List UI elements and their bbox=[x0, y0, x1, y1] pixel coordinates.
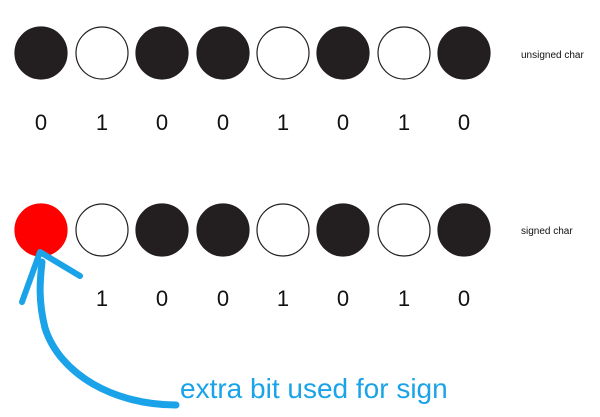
unsigned-char-label: unsigned char bbox=[521, 50, 584, 61]
bit-value: 0 bbox=[156, 286, 168, 311]
annotation-caption: extra bit used for sign bbox=[180, 373, 448, 404]
bit-value: 1 bbox=[96, 286, 108, 311]
bit-value: 0 bbox=[35, 110, 47, 135]
bit-circle-filled bbox=[135, 26, 189, 80]
signed-char-label: signed char bbox=[521, 226, 573, 237]
bit-value: 1 bbox=[277, 110, 289, 135]
bit-circle-filled bbox=[316, 26, 370, 80]
bit-value: 0 bbox=[458, 286, 470, 311]
bit-value: 1 bbox=[398, 110, 410, 135]
bit-circle-empty bbox=[256, 203, 310, 257]
bit-circle-empty bbox=[75, 203, 129, 257]
bit-value: 0 bbox=[337, 286, 349, 311]
bit-value: 1 bbox=[277, 286, 289, 311]
signed-row: 1 0 0 1 0 1 0 bbox=[14, 203, 491, 311]
sign-bit-circle bbox=[14, 203, 68, 257]
bit-circle-filled bbox=[437, 203, 491, 257]
bit-circle-empty bbox=[75, 26, 129, 80]
bit-value: 0 bbox=[217, 286, 229, 311]
bit-value: 0 bbox=[217, 110, 229, 135]
bit-value: 0 bbox=[337, 110, 349, 135]
sign-bit-arrow bbox=[36, 258, 180, 409]
arrow-head bbox=[19, 249, 83, 305]
bit-circle-empty bbox=[256, 26, 310, 80]
bit-circle-filled bbox=[196, 26, 250, 80]
bit-circle-filled bbox=[437, 26, 491, 80]
bit-circle-filled bbox=[14, 26, 68, 80]
bit-value: 1 bbox=[398, 286, 410, 311]
bit-circle-filled bbox=[316, 203, 370, 257]
unsigned-row: 0 1 0 0 1 0 1 0 bbox=[14, 26, 491, 135]
bit-circle-empty bbox=[377, 26, 431, 80]
bit-value: 1 bbox=[96, 110, 108, 135]
bit-value: 0 bbox=[458, 110, 470, 135]
bit-circle-empty bbox=[377, 203, 431, 257]
bit-circle-filled bbox=[196, 203, 250, 257]
bit-circle-filled bbox=[135, 203, 189, 257]
bit-value: 0 bbox=[156, 110, 168, 135]
